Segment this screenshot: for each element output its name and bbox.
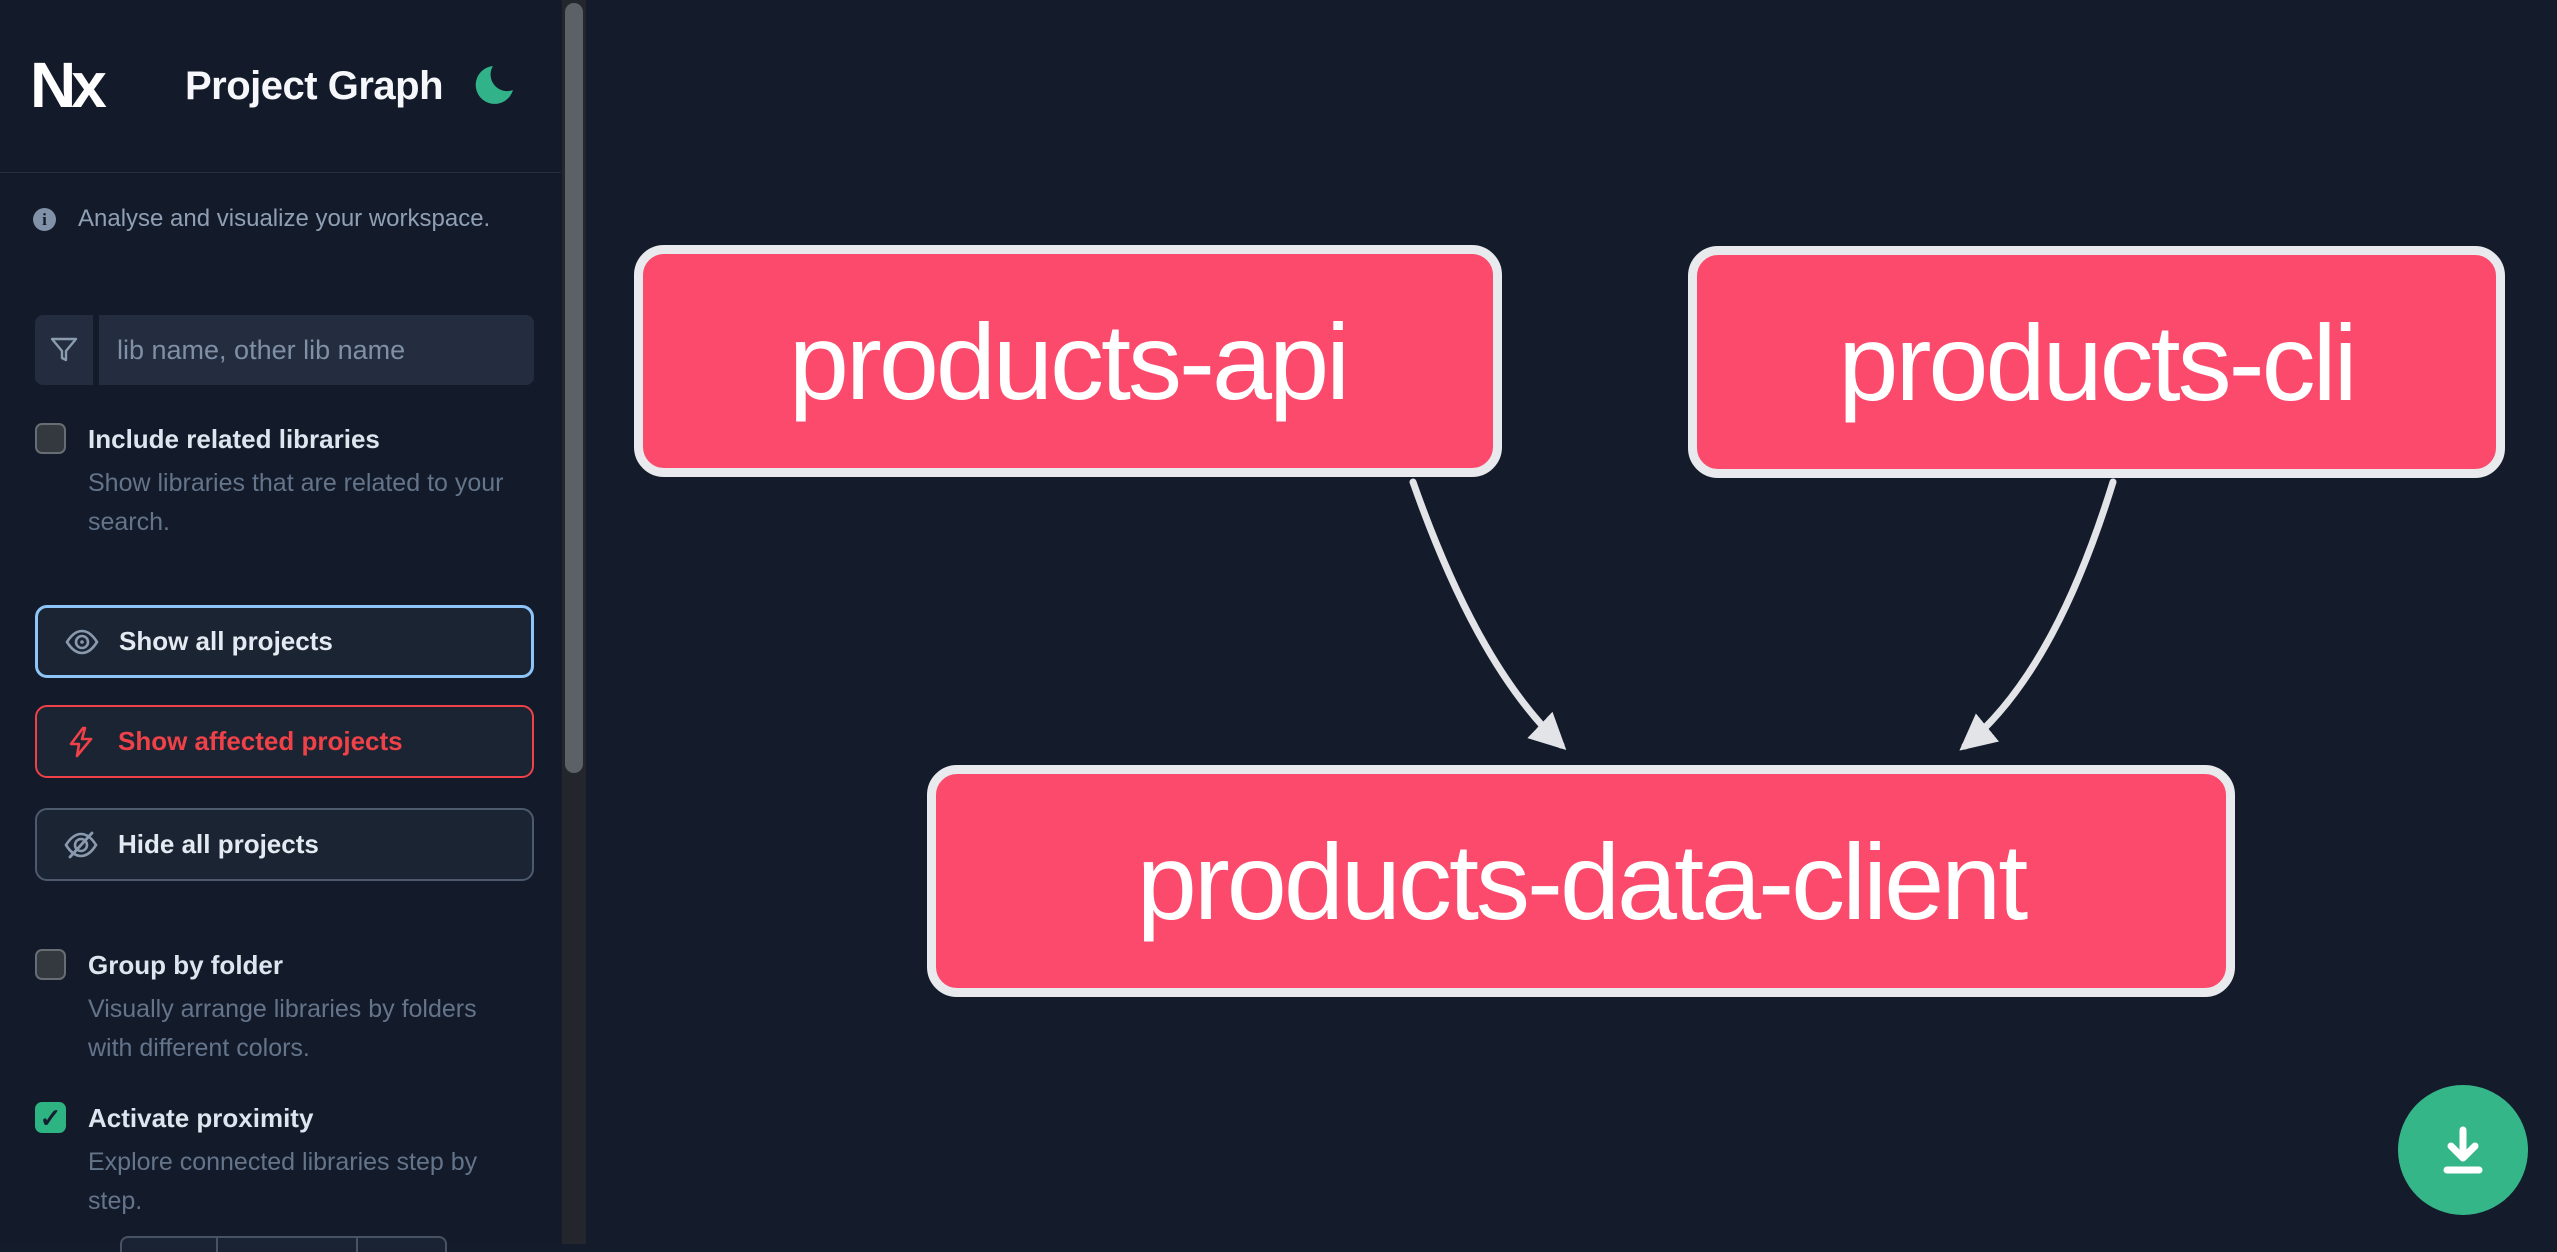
graph-canvas[interactable] xyxy=(586,0,2557,1244)
option-group-by-folder: Group by folder Visually arrange librari… xyxy=(35,949,535,1068)
eye-off-icon xyxy=(64,831,98,858)
download-icon xyxy=(2443,1126,2483,1174)
node-products-cli[interactable]: products-cli xyxy=(1688,246,2505,478)
button-label: Show affected projects xyxy=(118,726,403,756)
option-include-related: Include related libraries Show libraries… xyxy=(35,423,535,542)
option-activate-proximity: ✓ Activate proximity Explore connected l… xyxy=(35,1102,535,1221)
filter-icon-cell xyxy=(35,315,93,385)
button-label: Show all projects xyxy=(119,626,333,656)
option-description: Show libraries that are related to your … xyxy=(88,469,504,536)
edge-products-api-to-products-data-client[interactable] xyxy=(1409,478,1567,751)
info-icon: i xyxy=(33,207,56,231)
hide-all-projects-button[interactable]: Hide all projects xyxy=(35,808,534,881)
edge-products-cli-to-products-data-client[interactable] xyxy=(1959,478,2117,751)
node-label: products-cli xyxy=(1838,301,2357,423)
nx-logo: Nx xyxy=(30,49,107,121)
workspace-hint: i Analyse and visualize your workspace. xyxy=(33,204,533,234)
node-products-api[interactable]: products-api xyxy=(634,245,1502,477)
button-label: Hide all projects xyxy=(118,829,319,859)
include-related-checkbox[interactable] xyxy=(35,423,66,454)
sidebar-header: Nx Project Graph xyxy=(0,0,561,173)
node-label: products-api xyxy=(788,300,1350,422)
stepper-segment[interactable] xyxy=(358,1238,445,1252)
option-label: Include related libraries xyxy=(88,424,380,454)
proximity-stepper-control[interactable] xyxy=(120,1236,447,1252)
option-description: Explore connected libraries step by step… xyxy=(88,1148,478,1215)
search-divider xyxy=(93,315,99,385)
search-bar xyxy=(35,315,534,385)
moon-icon[interactable] xyxy=(473,64,515,106)
filter-funnel-icon xyxy=(50,337,78,362)
option-label: Group by folder xyxy=(88,950,283,980)
dependency-edges xyxy=(1409,478,2117,751)
sidebar: Nx Project Graph i Analyse and visualize… xyxy=(0,0,561,1252)
sidebar-scrollbar-thumb[interactable] xyxy=(565,3,583,773)
group-by-folder-checkbox[interactable] xyxy=(35,949,66,980)
show-all-projects-button[interactable]: Show all projects xyxy=(35,605,534,678)
node-products-data-client[interactable]: products-data-client xyxy=(927,765,2235,997)
search-input[interactable] xyxy=(99,315,534,385)
page-title: Project Graph xyxy=(185,64,444,108)
activate-proximity-checkbox[interactable]: ✓ xyxy=(35,1102,66,1133)
option-label: Activate proximity xyxy=(88,1103,314,1133)
option-description: Visually arrange libraries by folders wi… xyxy=(88,995,477,1062)
stepper-segment[interactable] xyxy=(122,1238,218,1252)
lightning-icon xyxy=(69,726,93,757)
eye-icon xyxy=(65,629,99,654)
show-affected-projects-button[interactable]: Show affected projects xyxy=(35,705,534,778)
stepper-segment[interactable] xyxy=(218,1238,358,1252)
workspace-hint-text: Analyse and visualize your workspace. xyxy=(78,205,491,232)
download-graph-button[interactable] xyxy=(2398,1085,2528,1215)
node-label: products-data-client xyxy=(1136,820,2028,942)
